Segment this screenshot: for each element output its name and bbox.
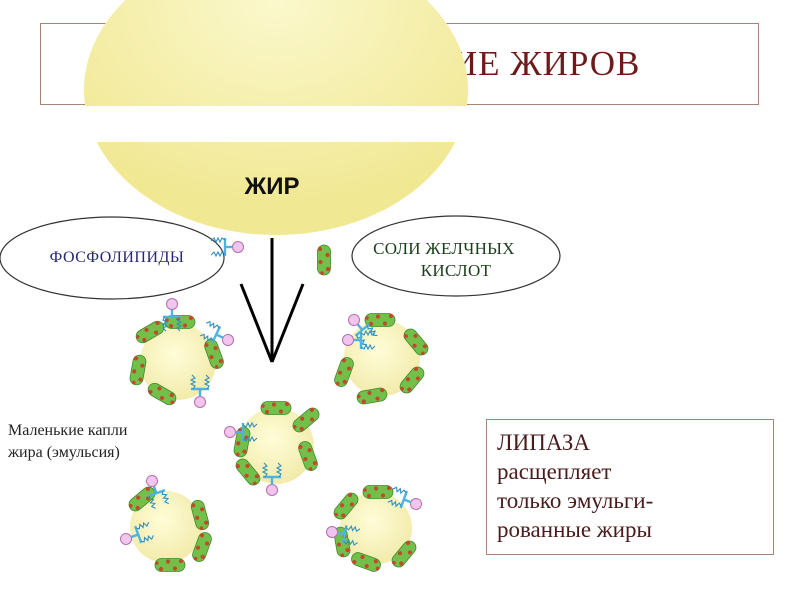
emulsion-droplet-icon <box>332 308 432 406</box>
emulsion-caption-line1: Маленькие капли <box>8 422 128 439</box>
emulsion-caption: Маленькие капли жира (эмульсия) <box>8 420 178 464</box>
bile-salts-label-line1: СОЛИ ЖЕЛЧНЫХ <box>373 239 515 258</box>
emulsion-caption-line2: жира (эмульсия) <box>8 444 120 461</box>
bile-salts-label-line2: КИСЛОТ <box>421 261 492 280</box>
emulsion-droplet-icon <box>323 485 426 574</box>
lipase-title: ЛИПАЗА <box>497 430 590 455</box>
lipase-line2: расщепляет <box>497 459 612 484</box>
emulsion-droplet-icon <box>128 297 238 409</box>
lipase-note: ЛИПАЗА расщепляет только эмульги- рованн… <box>486 419 774 555</box>
converging-arrow-icon <box>239 238 305 363</box>
emulsion-droplet-icon <box>223 401 323 497</box>
bile-salts-callout: СОЛИ ЖЕЛЧНЫХ КИСЛОТ <box>351 215 561 297</box>
lipase-line4: рованные жиры <box>497 517 652 542</box>
emulsion-droplet-icon <box>116 471 214 572</box>
bile-salt-molecule-icon <box>317 244 331 276</box>
lipase-line3: только эмульги- <box>497 488 654 513</box>
fat-label: ЖИР <box>244 173 300 200</box>
phospholipids-callout: ФОСФОЛИПИДЫ <box>0 216 225 300</box>
phospholipids-label: ФОСФОЛИПИДЫ <box>50 249 185 266</box>
